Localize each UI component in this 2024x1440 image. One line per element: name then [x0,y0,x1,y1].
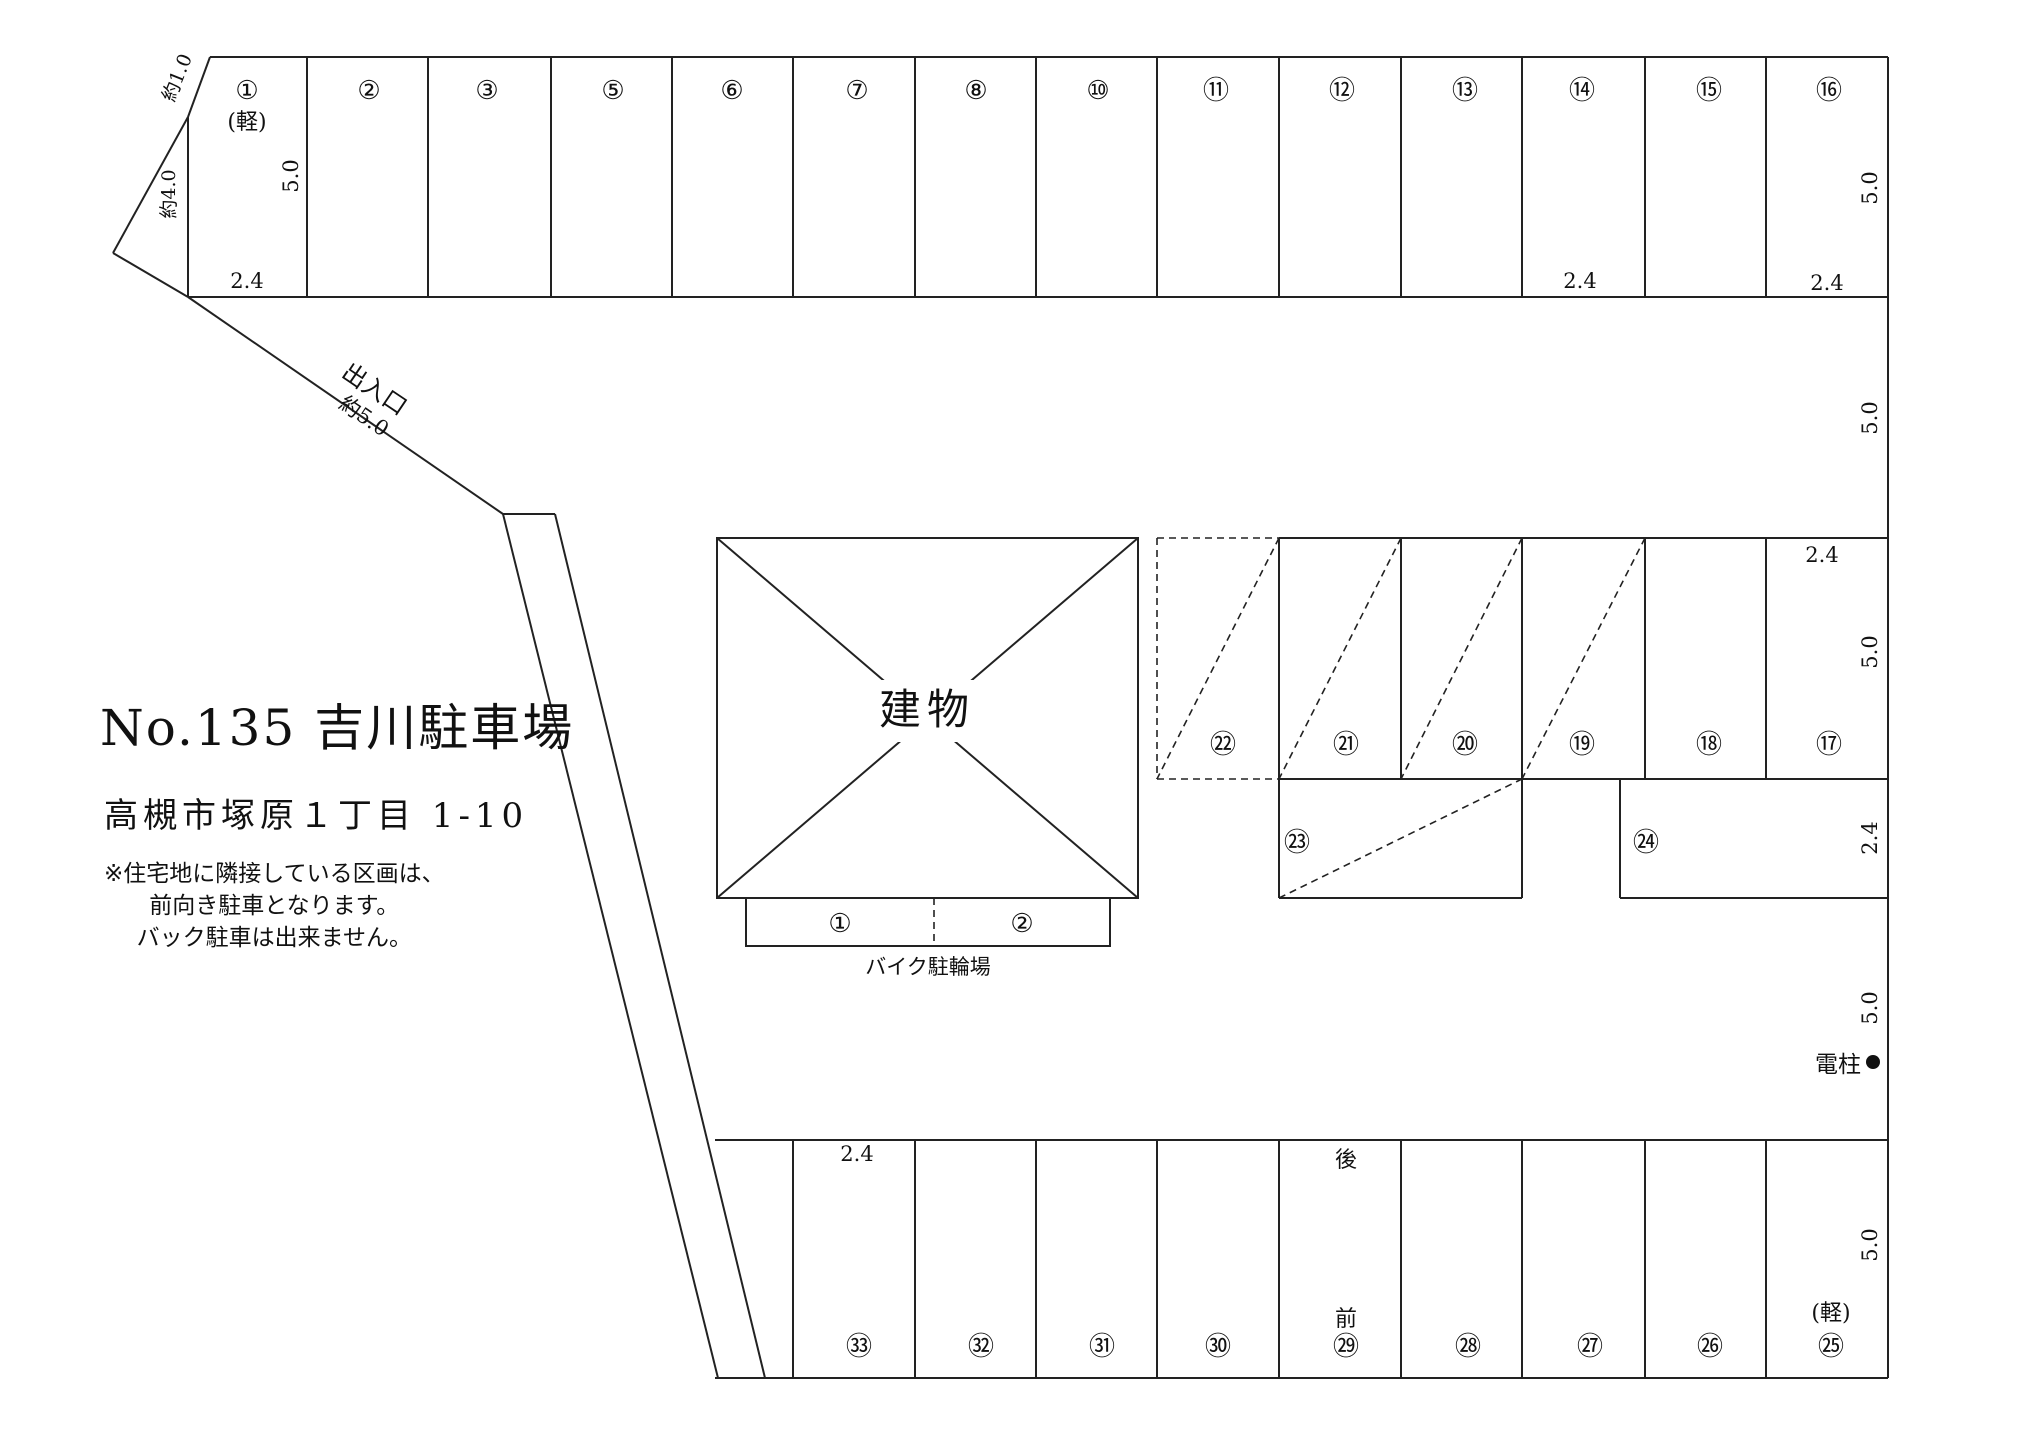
bike-parking-label: バイク駐輪場 [865,955,991,979]
stall-14: ⑭ [1569,76,1595,106]
stall-11: ⑪ [1203,76,1229,106]
stall-33: ㉝ [846,1332,872,1362]
front-label: 前 [1335,1307,1357,1332]
lower-stalls [1278,778,1888,899]
stall-2: ② [357,76,380,106]
notice-line-3: バック駐車は出来ません。 [136,925,412,951]
notice: ※住宅地に隣接している区画は、 前向き駐車となります。 バック駐車は出来ません。 [104,858,445,954]
bottom-row-stalls [715,1139,1888,1378]
stall-10: ⑩ [1086,76,1109,106]
dim-width-stall-17: 2.4 [1805,543,1838,567]
dim-width-stall-33: 2.4 [840,1142,873,1166]
stall-24: ㉔ [1633,828,1659,858]
notice-line-1: ※住宅地に隣接している区画は、 [104,861,445,887]
dim-aisle-lower: 5.0 [1858,991,1882,1024]
dim-depth-stall-24: 2.4 [1858,821,1882,854]
stall-17: ⑰ [1816,730,1842,760]
bike-parking [745,897,1111,947]
lot-boundary [112,56,1889,1379]
stall-13: ⑬ [1452,76,1478,106]
stall-6: ⑥ [720,76,743,106]
stall-18: ⑱ [1696,730,1722,760]
stall-21: ㉑ [1333,730,1359,760]
stall-3: ③ [475,76,498,106]
stall-29: ㉙ [1333,1332,1359,1362]
stall-16: ⑯ [1816,76,1842,106]
stall-15: ⑮ [1696,76,1722,106]
utility-pole-icon [1866,1055,1880,1069]
stall-25-kei: (軽) [1811,1301,1850,1326]
stall-7: ⑦ [845,76,868,106]
page-title: No.135 吉川駐車場 [100,699,575,757]
rear-label: 後 [1335,1148,1357,1173]
stall-31: ㉛ [1089,1332,1115,1362]
stall-5: ⑤ [601,76,624,106]
middle-row-stalls [1156,537,1888,780]
stall-8: ⑧ [964,76,987,106]
dim-width-stall-14: 2.4 [1563,269,1596,293]
stall-26: ㉖ [1697,1332,1723,1362]
stall-22: ㉒ [1210,730,1236,760]
stall-1-kei: (軽) [227,110,266,135]
stall-19: ⑲ [1569,730,1595,760]
bike-space-2: ② [1010,909,1033,939]
corner-dim-2: 約4.0 [158,169,180,218]
dim-depth-bottom-row: 5.0 [1858,1228,1882,1261]
dim-depth-middle-row: 5.0 [1858,635,1882,668]
stall-12: ⑫ [1329,76,1355,106]
building-label: 建物 [879,685,975,734]
stall-27: ㉗ [1577,1332,1603,1362]
dim-depth-top-row: 5.0 [1858,171,1882,204]
notice-line-2: 前向き駐車となります。 [149,893,400,919]
dim-width-stall-16: 2.4 [1810,271,1843,295]
stall-20: ⑳ [1452,730,1478,760]
utility-pole-label: 電柱 [1815,1052,1861,1078]
dim-width-stall-1: 2.4 [230,269,263,293]
stall-25: ㉕ [1818,1332,1844,1362]
address: 高槻市塚原１丁目 1-10 [104,796,529,836]
top-row-stalls [187,56,1888,298]
stall-28: ㉘ [1455,1332,1481,1362]
stall-23: ㉓ [1284,828,1310,858]
dim-aisle-upper: 5.0 [1858,401,1882,434]
stall-32: ㉜ [968,1332,994,1362]
stall-1: ① [235,76,258,106]
bike-space-1: ① [828,909,851,939]
dim-depth-stall-1: 5.0 [279,159,303,192]
corner-dim-1: 約1.0 [158,51,197,105]
stall-30: ㉚ [1205,1332,1231,1362]
